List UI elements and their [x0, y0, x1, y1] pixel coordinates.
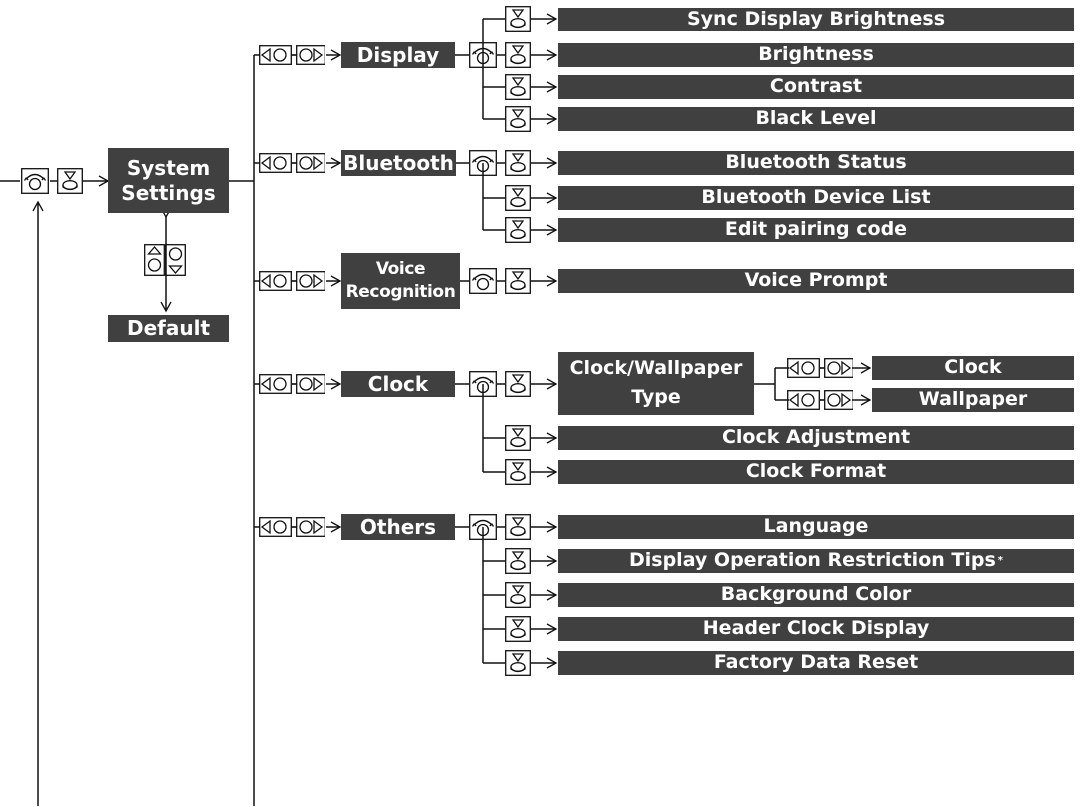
- rotate-knob-icon: [469, 42, 497, 68]
- press-knob-icon: [505, 106, 531, 132]
- press-knob-icon: [505, 74, 531, 100]
- move-up-down-icon: [144, 244, 186, 276]
- clock-item-adjustment: Clock Adjustment: [558, 426, 1074, 450]
- move-left-right-icon: [259, 153, 325, 173]
- system-settings-box: System Settings: [108, 148, 229, 213]
- others-item-language: Language: [558, 515, 1074, 539]
- move-left-right-icon: [259, 45, 325, 65]
- press-knob-icon: [505, 371, 531, 397]
- bluetooth-item-status: Bluetooth Status: [558, 151, 1074, 175]
- rotate-knob-icon: [469, 371, 497, 397]
- default-box: Default: [108, 315, 229, 342]
- others-item-factory-reset: Factory Data Reset: [558, 651, 1074, 675]
- voice-recognition-label-line1: Voice: [375, 258, 426, 279]
- press-knob-icon: [505, 650, 531, 676]
- bluetooth-item-device-list: Bluetooth Device List: [558, 186, 1074, 210]
- display-item-black-level: Black Level: [558, 107, 1074, 131]
- others-item-header-clock: Header Clock Display: [558, 617, 1074, 641]
- bluetooth-box: Bluetooth: [341, 150, 456, 176]
- rotate-knob-icon: [469, 268, 497, 294]
- others-box: Others: [341, 514, 455, 540]
- system-settings-label-line2: Settings: [121, 180, 216, 205]
- clock-item-format: Clock Format: [558, 460, 1074, 484]
- press-knob-icon: [505, 268, 531, 294]
- clock-wallpaper-type-line2: Type: [631, 386, 681, 408]
- system-settings-label-line1: System: [126, 155, 211, 180]
- move-left-right-icon: [259, 517, 325, 537]
- bluetooth-item-edit-pairing-code: Edit pairing code: [558, 218, 1074, 242]
- press-knob-icon: [505, 150, 531, 176]
- press-knob-icon: [505, 616, 531, 642]
- press-knob-icon: [505, 459, 531, 485]
- press-knob-icon: [57, 168, 83, 194]
- move-left-right-icon: [259, 271, 325, 291]
- move-left-right-icon: [787, 390, 853, 410]
- move-left-right-icon: [259, 374, 325, 394]
- voice-item-voice-prompt: Voice Prompt: [558, 269, 1074, 293]
- display-item-sync-brightness: Sync Display Brightness: [558, 8, 1074, 31]
- press-knob-icon: [505, 6, 531, 32]
- wallpaper-type-item-clock: Clock: [872, 356, 1074, 380]
- display-box: Display: [341, 42, 455, 68]
- press-knob-icon: [505, 217, 531, 243]
- restriction-tips-label: Display Operation Restriction Tips: [628, 549, 996, 572]
- wallpaper-type-item-wallpaper: Wallpaper: [872, 388, 1074, 412]
- rotate-knob-icon: [469, 514, 497, 540]
- voice-recognition-label-line2: Recognition: [345, 281, 456, 302]
- clock-wallpaper-type-line1: Clock/Wallpaper: [569, 357, 743, 380]
- press-knob-icon: [505, 185, 531, 211]
- rotate-knob-icon: [21, 168, 49, 194]
- press-knob-icon: [505, 582, 531, 608]
- press-knob-icon: [505, 42, 531, 68]
- footnote-mark: *: [997, 554, 1004, 566]
- rotate-knob-icon: [469, 150, 497, 176]
- press-knob-icon: [505, 548, 531, 574]
- clock-box: Clock: [341, 371, 455, 397]
- others-item-background-color: Background Color: [558, 583, 1074, 607]
- press-knob-icon: [505, 425, 531, 451]
- voice-recognition-box: Voice Recognition: [341, 253, 460, 309]
- display-item-brightness: Brightness: [558, 43, 1074, 67]
- others-item-restriction-tips: Display Operation Restriction Tips*: [558, 549, 1074, 573]
- press-knob-icon: [505, 514, 531, 540]
- display-item-contrast: Contrast: [558, 75, 1074, 99]
- clock-wallpaper-type-box: Clock/Wallpaper Type: [558, 352, 754, 415]
- move-left-right-icon: [787, 358, 853, 378]
